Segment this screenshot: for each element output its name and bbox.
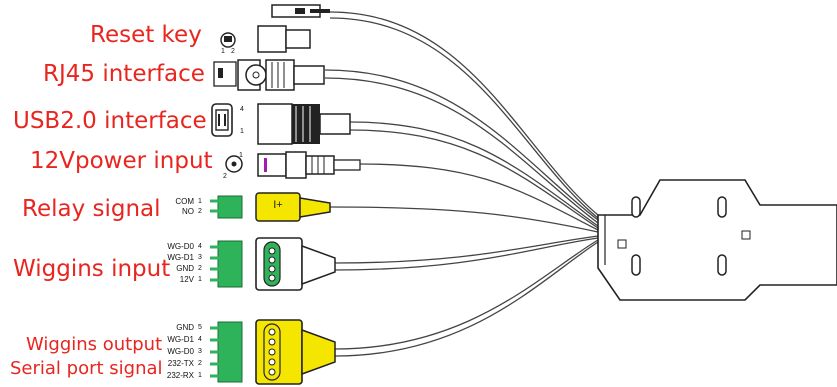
- wg-out-num-1: 1: [198, 372, 202, 379]
- wg-out-plug: [255, 319, 336, 385]
- wg-out-num-2: 2: [198, 360, 202, 367]
- wg-in-terminal: [210, 240, 243, 288]
- reset-symbol: [220, 32, 236, 48]
- wg-in-num-1: 1: [198, 276, 202, 283]
- slot-3: [631, 254, 641, 276]
- main-housing: [597, 179, 837, 301]
- wg-in-pin-d1: WG-D1: [167, 253, 194, 262]
- slot-2: [717, 196, 727, 218]
- label-power: 12Vpower input: [30, 148, 213, 174]
- label-serial-port: Serial port signal: [10, 358, 163, 379]
- slot-4: [717, 254, 727, 276]
- reset-num-1: 1: [221, 48, 225, 55]
- wg-out-num-5: 5: [198, 324, 202, 331]
- wg-in-num-4: 4: [198, 243, 202, 250]
- wg-in-plug: [255, 237, 336, 291]
- wg-out-pin-d1: WG-D1: [167, 335, 194, 344]
- wg-out-num-3: 3: [198, 348, 202, 355]
- relay-terminal: [210, 195, 243, 219]
- wg-in-pin-12v: 12V: [179, 275, 194, 284]
- label-usb: USB2.0 interface: [13, 108, 207, 134]
- label-wiggins-input: Wiggins input: [13, 256, 171, 282]
- wg-in-num-3: 3: [198, 254, 202, 261]
- wg-out-num-4: 4: [198, 336, 202, 343]
- reset-connector: [257, 4, 330, 53]
- wg-in-num-2: 2: [198, 265, 202, 272]
- label-relay: Relay signal: [22, 196, 161, 222]
- label-reset-key: Reset key: [90, 22, 202, 48]
- reset-num-2: 2: [231, 48, 235, 55]
- rj45-symbol: [213, 61, 237, 87]
- wire-bundle: [324, 11, 599, 357]
- label-wiggins-output: Wiggins output: [26, 334, 163, 355]
- wg-out-pin-rx: 232-RX: [166, 371, 194, 380]
- wg-in-pin-gnd: GND: [176, 264, 194, 273]
- relay-plug: [255, 192, 331, 222]
- relay-pin-com: COM: [175, 197, 194, 206]
- relay-num-1: 1: [198, 198, 202, 205]
- usb-symbol: [211, 103, 233, 137]
- wg-in-pin-d0: WG-D0: [167, 242, 194, 251]
- power-symbol: [225, 155, 243, 173]
- power-connector: [257, 151, 361, 179]
- usb-num-4: 4: [240, 106, 244, 113]
- relay-pin-no: NO: [182, 207, 194, 216]
- wg-out-terminal: [210, 321, 243, 383]
- relay-plug-text: I+: [273, 199, 283, 211]
- power-num-2: 2: [223, 173, 227, 180]
- usb-connector: [257, 103, 351, 145]
- relay-num-2: 2: [198, 208, 202, 215]
- label-rj45: RJ45 interface: [43, 61, 205, 87]
- wg-out-pin-d0: WG-D0: [167, 347, 194, 356]
- rj45-connector: [237, 59, 325, 91]
- slot-1: [631, 196, 641, 218]
- wg-out-pin-gnd: GND: [176, 323, 194, 332]
- power-num-1: 1: [239, 152, 243, 159]
- wg-out-pin-tx: 232-TX: [167, 359, 194, 368]
- usb-num-1: 1: [240, 128, 244, 135]
